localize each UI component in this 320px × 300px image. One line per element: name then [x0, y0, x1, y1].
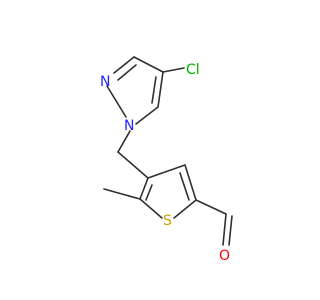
atom-thiophene-s: S — [163, 213, 172, 229]
pyrazole-ring — [106, 56, 185, 125]
methylene-linker — [117, 130, 149, 179]
bond-c4-c5-inner — [151, 76, 157, 104]
aldehyde-group — [195, 199, 233, 246]
bond-c5-n1 — [135, 106, 159, 125]
bond-n2-c3 — [113, 56, 135, 74]
bond-n1-n2 — [106, 85, 127, 118]
bond-c2-methyl — [103, 188, 141, 200]
bond-c5-cho — [195, 199, 227, 215]
bond-c2-c3-inner — [145, 184, 153, 201]
bond-n2-c3-inner — [117, 64, 137, 81]
bond-cho-o-double — [228, 215, 233, 246]
bond-c4-cl — [162, 67, 185, 73]
bond-c2-c3 — [139, 177, 149, 200]
atom-aldehyde-o: O — [219, 248, 230, 264]
bond-c5-s — [173, 199, 197, 219]
atom-pyrazole-n1: N — [124, 118, 134, 134]
bond-n1-ch2 — [117, 130, 131, 153]
bond-cho-o — [222, 213, 227, 246]
bond-ch2-c3thio — [117, 151, 149, 179]
bond-c3-c4 — [147, 164, 186, 179]
atom-pyrazole-n2: N — [100, 74, 110, 90]
bond-c3-c4 — [133, 56, 164, 73]
bond-s-c2 — [139, 198, 163, 219]
atom-chlorine: Cl — [186, 62, 200, 78]
thiophene-ring — [103, 164, 197, 219]
molecule-diagram: Cl N N S O — [100, 56, 233, 264]
bond-c4-c5 — [184, 164, 197, 201]
bond-c4-c5 — [157, 71, 164, 108]
bond-c4-c5-inner — [179, 172, 190, 201]
